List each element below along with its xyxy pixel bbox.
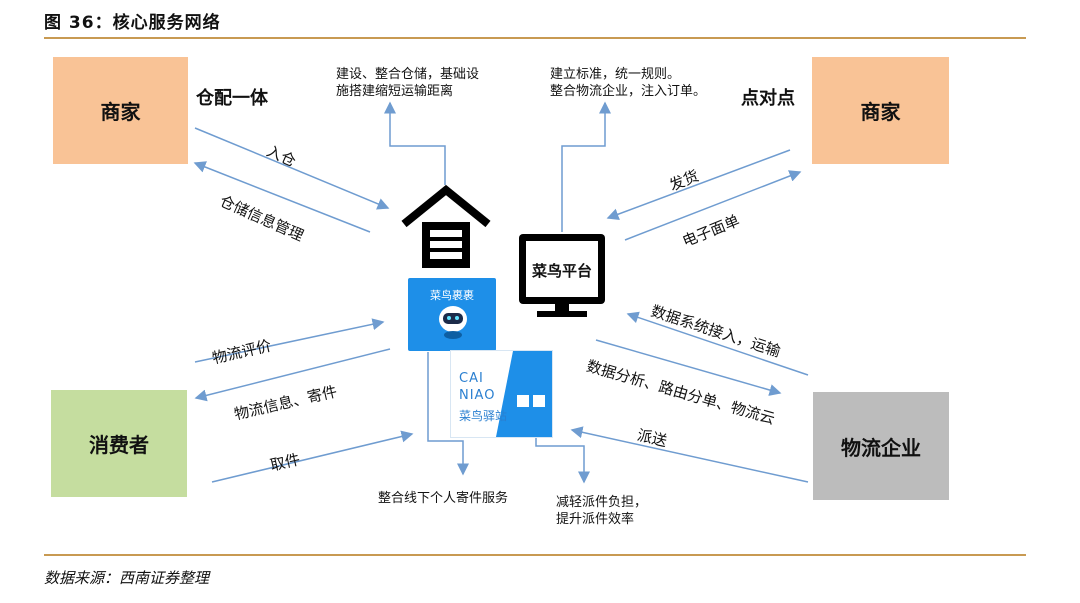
arrow-data-access [626,311,809,376]
consumer-box: 消费者 [51,390,187,497]
merchant-right-box: 商家 [812,57,949,164]
arrow-dispatch [570,426,809,483]
arrow-station-note [535,436,590,484]
bottom-rule [44,554,1026,556]
packages-note: 整合线下个人寄件服务 [378,491,509,506]
robot-icon [439,306,467,339]
arrow-pickup [211,430,414,483]
merchant-right-label: 商家 [860,100,901,124]
arrow-in-warehouse [194,127,390,210]
top-rule [44,37,1026,39]
arrow-ship [606,149,791,220]
guoguo-brand-label: 菜鸟裹裹 [430,289,474,302]
logistics-box: 物流企业 [813,392,949,500]
platform-note-line-2: 整合物流企业，注入订单。 [550,84,707,99]
arrow-data-analysis [595,339,782,396]
station-logo-mid: NIAO [459,388,496,403]
platform-note-line-1: 建立标准，统一规则。 [550,67,681,82]
platform-monitor: 菜鸟平台 [519,234,605,318]
station-logo-top: CAI [459,371,484,386]
warehouse-note: 建设、整合仓储，基础设 施搭建缩短运输距离 [336,66,479,100]
arrow-packages-note [427,352,469,476]
arrow-warehouse-note [384,101,446,185]
warehouse-icon [401,184,491,268]
warehouse-note-line-2: 施搭建缩短运输距离 [336,84,454,99]
arrow-platform-note [561,101,611,232]
merchant-left-box: 商家 [53,57,188,164]
figure-title: 图 36：核心服务网络 [44,13,221,33]
station-card: CAI NIAO 菜鸟驿站 [450,350,553,438]
arrow-logistics-review [194,318,385,363]
warehouse-note-line-1: 建设、整合仓储，基础设 [336,67,480,82]
platform-note: 建立标准，统一规则。 整合物流企业，注入订单。 [550,66,706,100]
logistics-label: 物流企业 [841,435,921,460]
station-note-line-2: 提升派件效率 [556,512,635,527]
arrow-e-waybill [624,170,802,241]
merchant-left-label: 商家 [100,100,141,124]
consumer-label: 消费者 [89,433,149,457]
point-to-point-label: 点对点 [741,88,795,109]
station-logo-cn: 菜鸟驿站 [459,409,508,423]
figure-source: 数据来源：西南证券整理 [44,569,210,587]
platform-label: 菜鸟平台 [531,262,592,280]
station-note: 减轻派件负担， 提升派件效率 [556,494,647,528]
monitor-icon [519,234,605,317]
arrow-warehouse-info [193,161,371,233]
arrow-logistics-info [194,348,391,402]
cainiao-station-icon [496,351,552,437]
station-note-line-1: 减轻派件负担， [556,495,648,510]
guoguo-app-card: 菜鸟裹裹 [408,278,496,351]
warehouse-delivery-label: 仓配一体 [196,88,268,109]
